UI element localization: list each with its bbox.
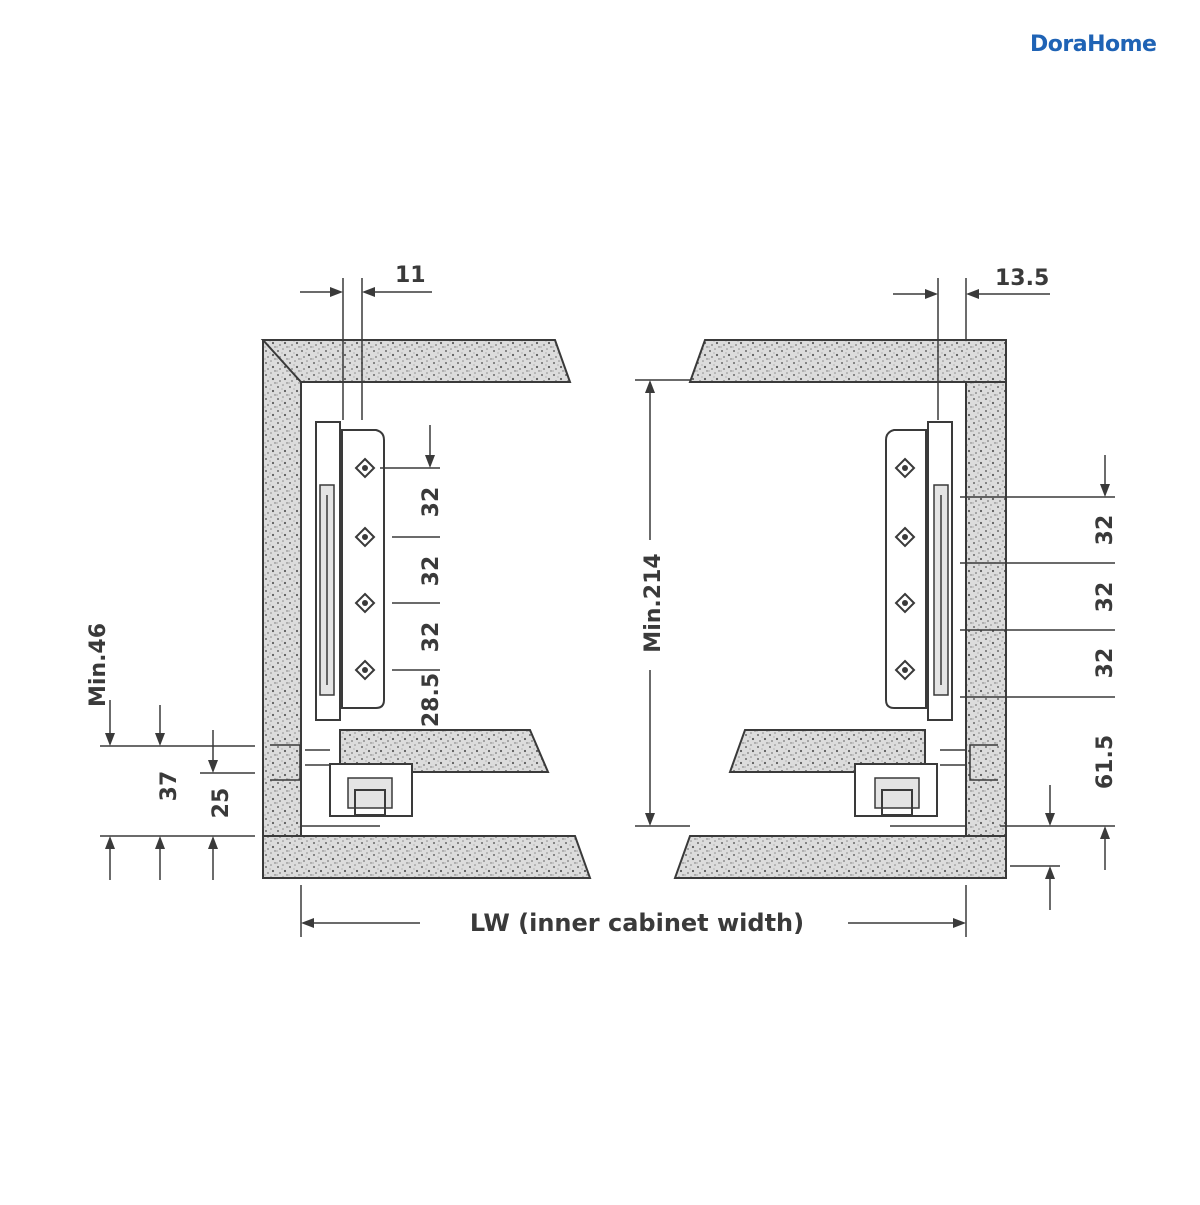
- svg-text:32: 32: [419, 556, 444, 587]
- svg-text:37: 37: [157, 771, 182, 802]
- svg-text:32: 32: [1093, 515, 1118, 546]
- right-front-bracket: [885, 429, 927, 709]
- svg-text:28.5: 28.5: [419, 673, 444, 727]
- dim-inner-width: LW (inner cabinet width): [300, 885, 967, 937]
- left-runner: [270, 744, 413, 817]
- svg-text:61.5: 61.5: [1093, 735, 1118, 789]
- svg-text:11: 11: [395, 263, 426, 288]
- svg-text:13.5: 13.5: [995, 266, 1049, 291]
- left-mounting-holes: [354, 457, 376, 681]
- left-drawer-bottom: [339, 729, 550, 773]
- svg-text:25: 25: [209, 788, 234, 819]
- right-mounting-holes: [894, 457, 916, 681]
- right-cabinet-section: 13.5 32 32 32 61.5: [673, 266, 1118, 910]
- svg-text:Min.46: Min.46: [86, 623, 111, 707]
- left-bottom-panel: [262, 835, 592, 879]
- dim-right-hole-spacing: 32 32 32 61.5: [960, 455, 1118, 910]
- diagram-caption: LW (inner cabinet width): [470, 909, 804, 937]
- svg-text:32: 32: [1093, 648, 1118, 679]
- left-side-panel: [262, 339, 302, 879]
- left-front-bracket: [341, 429, 385, 709]
- left-cabinet-section: 11 32 32 32 28.5: [86, 263, 592, 880]
- brand-logo: DoraHome: [1030, 32, 1157, 57]
- dim-left-heights: Min.46 37 25: [86, 623, 255, 880]
- dim-left-top-offset: 11: [300, 263, 432, 420]
- dim-left-hole-spacing: 32 32 32 28.5: [340, 425, 444, 731]
- right-side-panel: [965, 339, 1007, 879]
- svg-text:32: 32: [1093, 582, 1118, 613]
- right-runner: [854, 744, 998, 817]
- left-top-panel: [260, 339, 572, 383]
- svg-text:32: 32: [419, 487, 444, 518]
- dim-right-top-offset: 13.5: [893, 266, 1050, 420]
- svg-text:Min.214: Min.214: [641, 553, 666, 652]
- dim-center-height: Min.214: [635, 379, 690, 827]
- right-bottom-panel: [673, 835, 1007, 879]
- svg-text:32: 32: [419, 622, 444, 653]
- right-top-panel: [688, 339, 1007, 383]
